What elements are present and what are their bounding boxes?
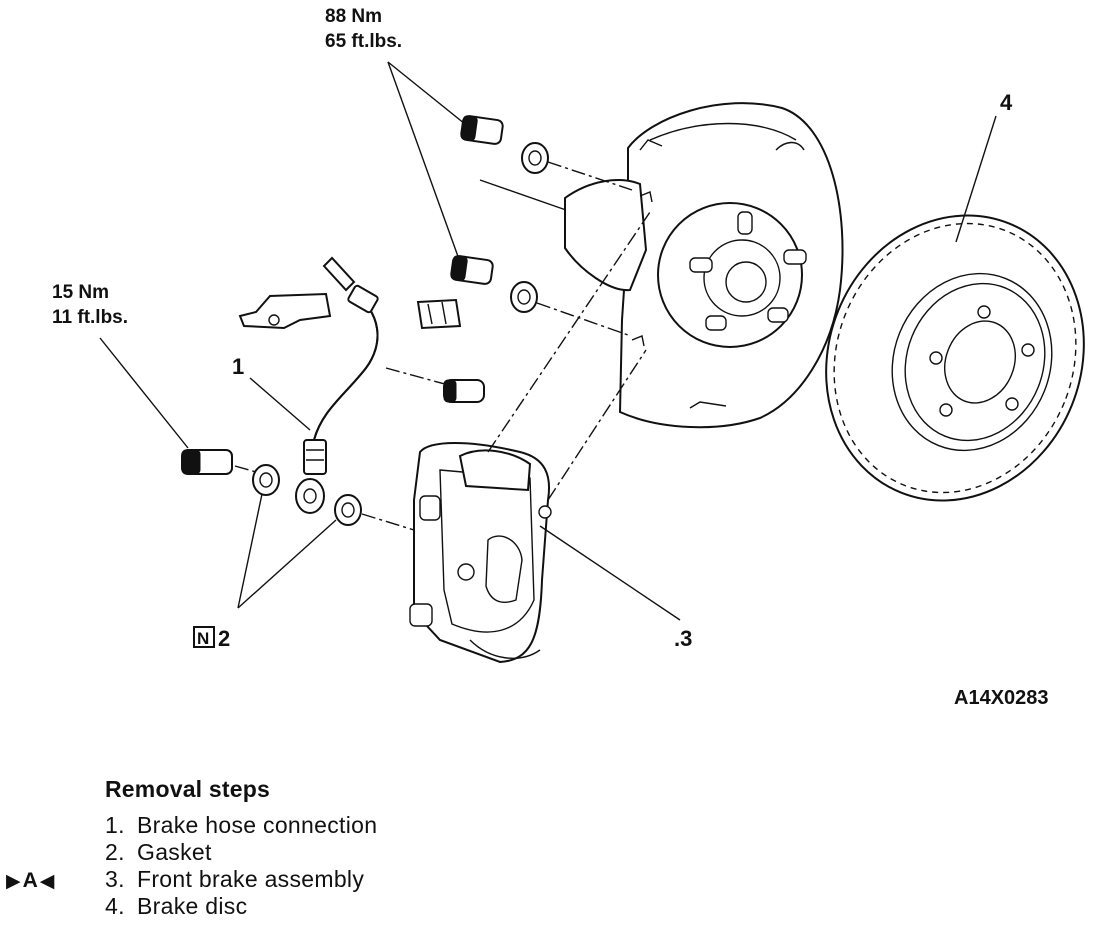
upper-bolt-1 [460,115,549,174]
torque-upper-leaders [387,61,471,263]
step-number: 1. [105,812,125,838]
step-number: 4. [105,893,125,919]
callout-3-leader [539,525,681,621]
brake-hose [303,256,379,475]
step-number: 2. [105,839,125,865]
pad-clip [416,298,462,330]
upper-bolt-2 [450,255,538,313]
brake-disc [825,214,1085,502]
right-pointing-triangle-icon: ▶ [6,870,21,892]
hose-bracket [238,292,332,330]
figure-code: A14X0283 [954,687,1049,709]
torque-left-ftlbs: 11 ft.lbs. [52,307,128,328]
step-text: Brake disc [137,893,248,919]
step-text: Front brake assembly [137,866,365,892]
callout-2-number: 2 [218,626,230,651]
callout-4: 4 [1000,90,1013,115]
caliper-assembly [409,442,552,664]
hose-union-bolt [181,449,233,475]
step-number: 3. [105,866,125,892]
replace-part-icon [193,626,215,648]
removal-steps-title: Removal steps [105,776,270,802]
step-marker: ▶ A ◀ [6,869,54,893]
removal-steps: Removal steps 1. Brake hose connection 2.… [105,776,525,920]
list-item: 1. Brake hose connection [105,812,525,839]
torque-left-leader [99,337,189,449]
callout-1: 1 [232,354,244,379]
steering-knuckle-hub [479,102,844,429]
torque-upper-nm: 88 Nm [325,6,382,27]
step-text: Gasket [137,839,212,865]
list-item: 4. Brake disc [105,893,525,920]
small-bolt [443,379,485,403]
replace-symbol: N [197,629,209,648]
callout-4-leader [955,115,997,243]
list-item: 2. Gasket [105,839,525,866]
callout-2: N 2 [193,493,337,651]
removal-steps-list: 1. Brake hose connection 2. Gasket 3. Front… [105,812,525,920]
torque-left-nm: 15 Nm [52,282,109,303]
left-pointing-triangle-icon: ◀ [39,870,55,892]
step-marker-text: A [22,869,38,892]
list-item: 3. Front brake assembly [105,866,525,893]
step-text: Brake hose connection [137,812,378,838]
torque-upper-ftlbs: 65 ft.lbs. [325,31,402,52]
callout-3: .3 [674,626,692,651]
